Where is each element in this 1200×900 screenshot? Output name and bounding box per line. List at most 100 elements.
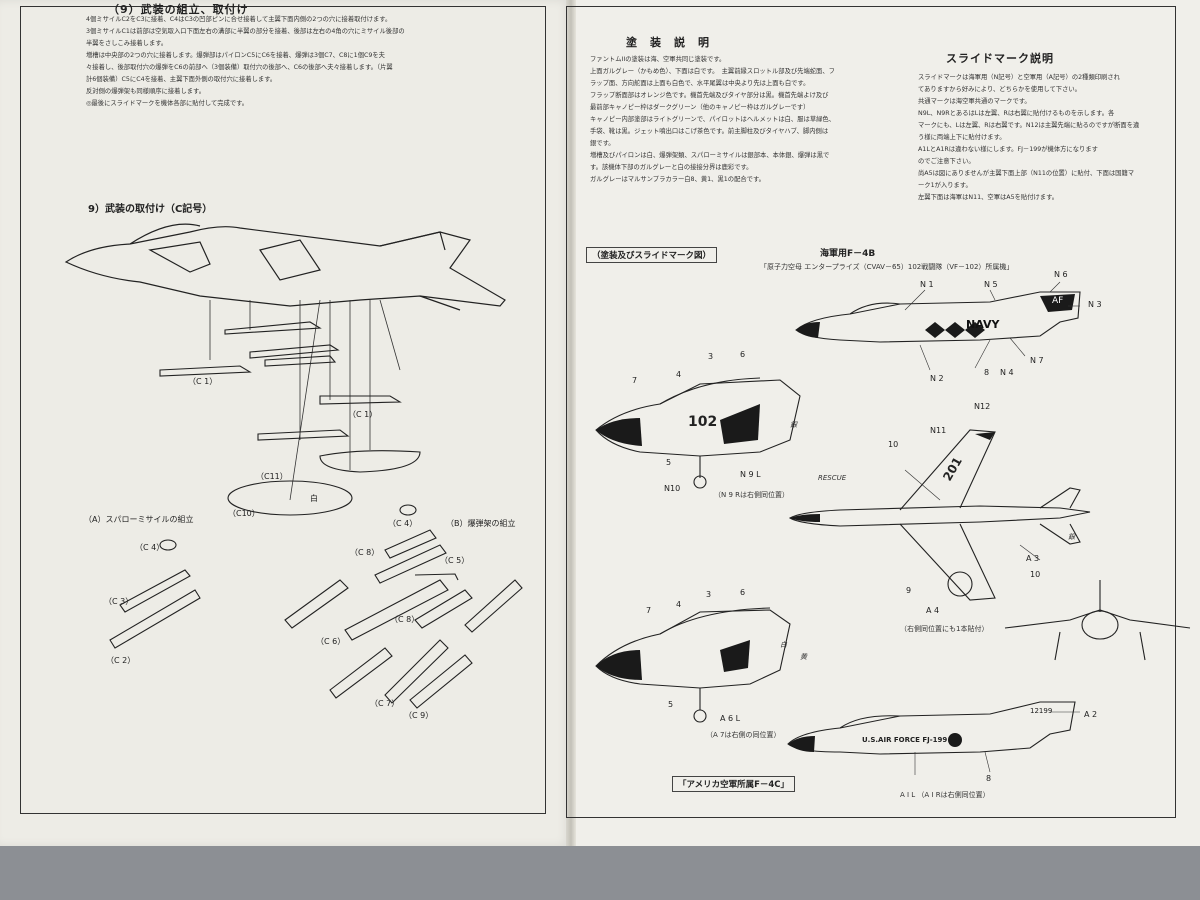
callout-4: 4 (676, 600, 682, 609)
navy-marking: NAVY (966, 318, 1000, 331)
page-fold (566, 0, 576, 846)
instruction-line: 3個ミサイルC1は前部は空気取入口下面左右の溝部に半翼の部分を接着、後部は左右の… (86, 28, 405, 35)
label-c1: （C 1） (348, 410, 378, 419)
slide-line: てありますから好みにより、どちらかを使用して下さい。 (918, 86, 1081, 93)
paint-line: 手袋、靴は黒。ジェット噴出口はこげ茶色です。前主脚柱及びタイヤハブ、脚内側は (590, 128, 829, 135)
handwritten-note: 銀 (790, 421, 797, 429)
label-c4: （C 4） (135, 543, 165, 552)
callout-4: 4 (676, 370, 682, 379)
label-c8: （C 8） (390, 615, 420, 624)
paint-line: 最前部キャノピー枠はダークグリーン（他のキャノピー枠はガルグレーです） (590, 104, 810, 111)
callout-n9l: N 9 L (740, 470, 761, 479)
usaf-marking: U.S.AIR FORCE FJ-199 (862, 736, 948, 744)
slide-line: のでご注意下さい。 (918, 158, 975, 165)
slide-line: A1LとA1Rは違わない様にします。FJ－199が機体方になります (918, 146, 1098, 153)
label-white: 白 (310, 494, 318, 503)
right-page (572, 0, 1200, 846)
paint-title: 塗 装 説 明 (626, 36, 710, 49)
paint-line: ガルグレーはマルサンプラカラー白8、黄1、黒1の配合です。 (590, 176, 765, 183)
callout-3: 3 (706, 590, 712, 599)
callout-10: 10 (1030, 570, 1041, 579)
paint-line: キャノピー内部塗部はライトグリーンで、パイロットはヘルメットは白、服は草緑色、 (590, 116, 836, 123)
label-c4: （C 4） (388, 519, 418, 528)
label-c5: （C 5） (440, 556, 470, 565)
tail-serial: 12199 (1030, 707, 1053, 715)
callout-6: 6 (740, 588, 746, 597)
label-c6: （C 6） (316, 637, 346, 646)
marking-diagrams (595, 281, 1191, 775)
slide-line: 共通マークは海空軍共通のマークです。 (918, 98, 1031, 105)
slide-mark-title: スライドマーク説明 (946, 52, 1054, 65)
instruction-line: 4個ミサイルC2をC3に接着、C4はC3の凹部ピンに合せ接着して主翼下面内側の2… (86, 16, 392, 23)
callout-a3: A 3 (1026, 554, 1040, 563)
tail-code: AF (1052, 296, 1064, 306)
callout-n4: N 4 (1000, 368, 1014, 377)
callout-8: 8 (986, 774, 992, 783)
handwritten-note: 白 (780, 641, 787, 649)
callout-n11: N11 (930, 426, 947, 435)
label-c2: （C 2） (106, 656, 136, 665)
slide-line: う様に両端上下に貼付けます。 (918, 134, 1006, 141)
handwritten-note: 銀 (1068, 533, 1075, 541)
callout-a7: （A 7は右側の同位置） (706, 731, 781, 739)
callout-a4-note: （右側同位置にも1本貼付） (900, 625, 989, 633)
instruction-line: 計6個装備）C5にC4を接着、主翼下面外側の取付穴に接着します。 (86, 76, 277, 83)
diagram-title: （塗装及びスライドマーク図） (586, 247, 718, 263)
callout-n3: N 3 (1088, 300, 1102, 309)
paint-line: 銀です。 (590, 140, 615, 147)
callout-5: 5 (668, 700, 674, 709)
callout-n10: N10 (664, 484, 681, 493)
air-force-title: 「アメリカ空軍所属F－4C」 (672, 776, 796, 792)
callout-n7: N 7 (1030, 356, 1044, 365)
slide-line: N9L、N9RとあるはLは左翼、Rは右翼に貼付けるものを示します。各 (918, 110, 1115, 117)
paint-line: ファントムIIの塗装は海、空軍共同じ塗装です。 (590, 56, 726, 63)
assembly-instructions: 4個ミサイルC2をC3に接着、C4はC3の凹部ピンに合せ接着して主翼下面内側の2… (86, 14, 526, 110)
callout-6: 6 (740, 350, 746, 359)
paint-line: 上面ガルグレー（かもめ色）、下面は白です。 主翼前縁スロットル部及び先端蛇面、フ (590, 68, 835, 75)
label-c7: （C 7） (370, 699, 400, 708)
callout-a6l: A 6 L (720, 714, 741, 723)
bomb-rack-assembly-title: （B）爆弾架の組立 (446, 519, 516, 528)
paint-instructions: ファントムIIの塗装は海、空軍共同じ塗装です。 上面ガルグレー（かもめ色）、下面… (590, 54, 900, 186)
callout-a2: A 2 (1084, 710, 1098, 719)
sparrow-assembly-title: （A）スパローミサイルの組立 (84, 515, 194, 524)
paint-line: す。該機体下部のガルグレーと白の接接分界は鹿彩です。 (590, 164, 753, 171)
label-c1: （C 1） (188, 377, 218, 386)
handwritten-note: 黄 (800, 653, 807, 661)
callout-8: 8 (984, 368, 990, 377)
armament-subtitle: 9）武装の取付け（C記号） (88, 204, 213, 215)
paint-line: フラップ断面部はオレンジ色です。機首先端及びタイヤ部分は黒。機首先端よけ及び (590, 92, 829, 99)
handwritten-note: RESCUE (818, 474, 847, 482)
callout-a1l: A I L （A I Rは右側同位置） (900, 791, 990, 799)
callout-n12: N12 (974, 402, 991, 411)
label-c10: （C10） (228, 509, 260, 518)
instruction-line: 々接着し、後部取付穴の爆弾をC6の前部へ（3個装備）取付穴の後部へ、C6の後部へ… (86, 64, 393, 71)
slide-line: ーク1が入ります。 (918, 182, 972, 189)
callout-7: 7 (632, 376, 638, 385)
instruction-line: ◎最後にスライドマークを機体各部に貼付して完成です。 (86, 100, 249, 107)
callout-n6: N 6 (1054, 270, 1068, 279)
instruction-line: 半翼をさしこみ接着します。 (86, 40, 168, 47)
callout-n1: N 1 (920, 280, 934, 289)
instruction-line: 反対側の爆弾架も同様順序に接着します。 (86, 88, 206, 95)
callout-5: 5 (666, 458, 672, 467)
left-page (0, 0, 572, 846)
callout-9: 9 (906, 586, 912, 595)
callout-n9r: （N 9 Rは右側同位置） (714, 491, 790, 499)
slide-line: マークにも、Lは左翼、Rは右翼です。N12は主翼先端に貼るのですが断面を違 (918, 122, 1140, 129)
navy-title: 海軍用F－4B (820, 249, 876, 259)
slide-line: スライドマークは海軍用（N記号）と空軍用（A記号）の2種類印刷され (918, 74, 1120, 81)
left-frame (20, 6, 546, 814)
callout-n2: N 2 (930, 374, 944, 383)
slide-line: 左翼下面は海軍はN11、空軍はA5を貼付けます。 (918, 194, 1059, 201)
callout-10: 10 (888, 440, 899, 449)
label-c11: （C11） (256, 472, 288, 481)
slide-line: 尚A5は図にありませんが主翼下面上部（N11の位置）に貼付、下面は国籍マ (918, 170, 1135, 177)
paint-line: 増槽及びパイロンは白、爆弾架類、スパローミサイルは銀部本、本体銀、爆弾は黒で (590, 152, 830, 159)
section-title: （9）武装の組立、取付け (108, 3, 249, 16)
label-c9: （C 9） (404, 711, 434, 720)
right-frame (566, 6, 1176, 818)
instruction-line: 増槽は中央部の2つの穴に接着します。爆弾部はパイロンC5にC6を接着、爆弾は3個… (86, 52, 385, 59)
navy-subtitle: 「原子力空母 エンタープライズ（CVAV－65）102戦闘隊（VF－102）所属… (760, 263, 1014, 271)
callout-a4: A 4 (926, 606, 940, 615)
